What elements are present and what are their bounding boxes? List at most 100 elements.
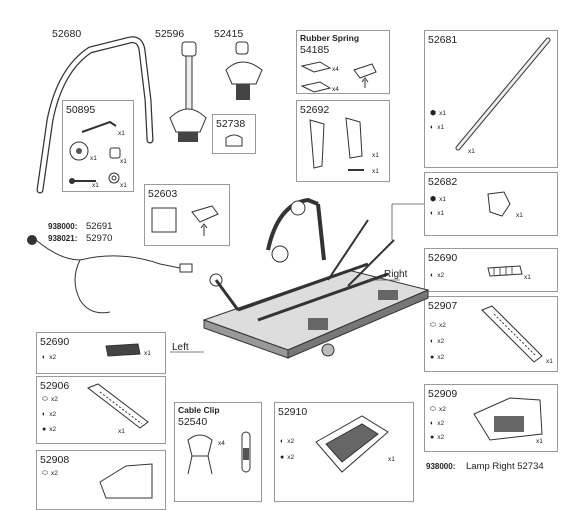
part-number-52738: 52738 xyxy=(216,118,246,130)
part-number-52690-right: 52690 xyxy=(428,252,458,264)
qty-strip-right: x1 xyxy=(524,274,531,281)
washer-icon: ⬭ xyxy=(42,470,48,477)
qty-label: x2 xyxy=(437,434,445,441)
nut-icon: ⬢ xyxy=(430,110,437,117)
part-number-52908: 52908 xyxy=(40,454,70,466)
qty-row-52681-washer: ◐x1 xyxy=(430,124,444,131)
qty-label: x2 xyxy=(437,354,445,361)
qty-plate-52910: x1 xyxy=(388,456,395,463)
allen-key-icon xyxy=(81,120,117,133)
washer-icon: ◐ xyxy=(430,272,435,279)
bracket-52682-icon xyxy=(487,191,511,217)
washer-icon: ⬭ xyxy=(430,322,436,329)
qty-screw: x1 xyxy=(372,168,379,175)
wire-part-1: 52691 xyxy=(86,221,113,232)
spring-clip-icon xyxy=(353,63,377,88)
qty-row-52909-a: ⬭x2 xyxy=(430,406,446,413)
qty-rail-52906: x1 xyxy=(118,428,125,435)
qty-lamp-housing: x1 xyxy=(536,438,543,445)
part-number-52910: 52910 xyxy=(278,406,308,418)
washer-icon: ◐ xyxy=(42,354,47,361)
part-number-52603: 52603 xyxy=(148,188,178,200)
cable-clip-side-icon xyxy=(241,431,251,473)
screw-icon: ● xyxy=(430,354,435,361)
cable-clip-icon xyxy=(187,434,213,475)
nut-icon: ◐ xyxy=(42,411,47,418)
qty-label: x2 xyxy=(437,272,445,279)
qty-label: x2 xyxy=(287,438,295,445)
lamp-housing-52908-icon xyxy=(99,463,153,499)
bolt-icon xyxy=(69,178,96,184)
qty-label: x2 xyxy=(49,426,57,433)
wire-harness-illustration xyxy=(27,235,193,314)
qty-row-52907-c: ●x2 xyxy=(430,354,444,361)
screw-icon: ● xyxy=(430,434,435,441)
qty-row-52690-right: ◐x2 xyxy=(430,272,444,279)
washer-icon: ⬭ xyxy=(42,396,48,403)
qty-row-52906-c: ●x2 xyxy=(42,426,56,433)
qty-strip-left: x1 xyxy=(144,350,151,357)
bike-carrier-main-illustration xyxy=(202,197,430,359)
qty-label: x2 xyxy=(50,470,58,477)
nut-icon: ◐ xyxy=(280,438,285,445)
qty-row-52681-nut: ⬢x1 xyxy=(430,110,446,117)
washer-icon: ◐ xyxy=(430,210,435,217)
qty-label: x2 xyxy=(49,354,57,361)
nut-icon: ◐ xyxy=(430,420,435,427)
parts-box-52690-left xyxy=(36,332,166,374)
qty-52682-bracket: x1 xyxy=(516,212,523,219)
wire-part-2: 52970 xyxy=(86,233,113,244)
parts-box-54185 xyxy=(296,30,390,94)
label-left: Left xyxy=(172,342,189,353)
qty-washer: x1 xyxy=(120,182,127,189)
plate-52910-icon xyxy=(315,415,389,473)
part-number-54185: 54185 xyxy=(300,44,330,56)
qty-allen-key: x1 xyxy=(118,130,125,137)
part-number-52540: 52540 xyxy=(178,416,208,428)
washer-icon xyxy=(108,172,120,184)
bracket-52692-icon xyxy=(309,117,363,169)
qty-row-52907-b: ◐x2 xyxy=(430,338,444,345)
rubber-spring-title: Rubber Spring xyxy=(300,33,360,43)
qty-row-52910-a: ◐x2 xyxy=(280,438,294,445)
rail-52907-icon xyxy=(481,305,543,363)
qty-row-52910-b: ●x2 xyxy=(280,454,294,461)
nut-icon: ◐ xyxy=(430,338,435,345)
qty-label: x2 xyxy=(438,322,446,329)
part-number-52692: 52692 xyxy=(300,104,330,116)
qty-row-52907-a: ⬭x2 xyxy=(430,322,446,329)
screw-icon xyxy=(348,169,364,171)
qty-label: x2 xyxy=(287,454,295,461)
qty-spring-a: x4 xyxy=(332,66,339,73)
qty-label: x1 xyxy=(437,124,445,131)
qty-row-52909-b: ◐x2 xyxy=(430,420,444,427)
rubber-spring-icon xyxy=(300,61,332,93)
qty-label: x2 xyxy=(437,420,445,427)
qty-knob: x1 xyxy=(90,155,97,162)
qty-row-52906-a: ⬭x2 xyxy=(42,396,58,403)
part-number-52680: 52680 xyxy=(52,28,82,40)
washer-icon: ◐ xyxy=(430,124,435,131)
screw-icon: ● xyxy=(280,454,285,461)
part-number-52690-left: 52690 xyxy=(40,336,70,348)
qty-row-52906-b: ◐x2 xyxy=(42,411,56,418)
wire-code-1: 938000: xyxy=(48,222,78,231)
wire-code-2: 938021: xyxy=(48,234,78,243)
qty-label: x1 xyxy=(439,110,446,117)
qty-label: x2 xyxy=(50,396,58,403)
part-number-52907: 52907 xyxy=(428,300,458,312)
qty-spring-b: x4 xyxy=(332,86,339,93)
arm-52596-illustration xyxy=(169,41,207,142)
qty-row-52690-left: ◐x2 xyxy=(42,354,56,361)
part-number-52682: 52682 xyxy=(428,176,458,188)
qty-label: x2 xyxy=(49,411,57,418)
cap-52738-icon xyxy=(225,134,243,147)
qty-bracket: x1 xyxy=(372,152,379,159)
screw-icon: ● xyxy=(42,426,47,433)
qty-row-52908-a: ⬭x2 xyxy=(42,470,58,477)
part-number-52681: 52681 xyxy=(428,34,458,46)
parts-box-52738 xyxy=(212,114,256,154)
part-number-52906: 52906 xyxy=(40,380,70,392)
qty-label: x2 xyxy=(437,338,445,345)
